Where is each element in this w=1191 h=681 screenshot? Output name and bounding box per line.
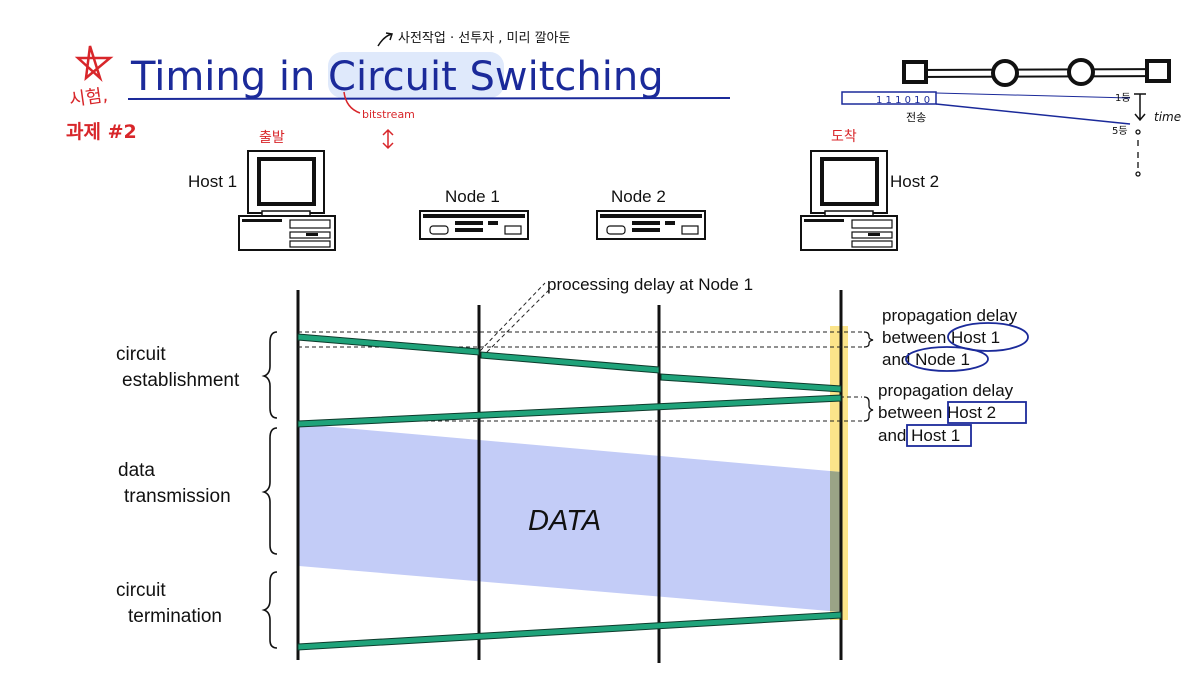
node2-switch-icon [596, 210, 706, 240]
sketch-host-left [902, 60, 928, 84]
node1-circle-mark [905, 346, 989, 372]
data-transmission-region [299, 424, 841, 612]
star-icon [74, 45, 114, 83]
arrow-icon [377, 32, 393, 47]
host2-box-mark [947, 401, 1027, 424]
node1-switch-icon [419, 210, 529, 240]
establishment-brace [261, 331, 278, 419]
bitstream-note: bitstream [362, 108, 415, 121]
title-highlight [328, 52, 504, 98]
sketch-bitstream [841, 91, 937, 105]
sketch-last-bit: 5등 [1112, 125, 1128, 137]
data-label-1: data [118, 460, 155, 481]
setup-request-host1-node1 [297, 333, 480, 356]
sketch-host-right [1145, 59, 1171, 83]
termination-signal [297, 611, 842, 651]
termination-label-1: circuit [116, 580, 166, 601]
data-brace [261, 427, 278, 555]
node2-label: Node 2 [611, 187, 666, 206]
sketch-bits: 1 1 1 0 1 0 [876, 95, 930, 106]
host1-label: Host 1 [188, 172, 237, 191]
sketch-time: time [1154, 110, 1181, 124]
korean-note-top: 사전작업 · 선투자 , 미리 깔아둔 [398, 31, 570, 46]
time-arrow-icon [1134, 93, 1146, 122]
establishment-label-1: circuit [116, 344, 166, 365]
double-arrow-icon [382, 128, 394, 150]
prop-delay-2-line3: and Host 1 [878, 426, 960, 445]
page-title: Timing in Circuit Switching [130, 54, 664, 100]
data-label-2: transmission [124, 486, 231, 507]
node1-label: Node 1 [445, 187, 500, 206]
host2-computer-icon [800, 150, 898, 251]
processing-delay-callout: processing delay at Node 1 [547, 275, 753, 294]
data-overlap-region [830, 471, 841, 612]
network-sketch [841, 58, 1171, 125]
bitstream-pointer-icon [343, 91, 361, 114]
delay-braces [863, 331, 874, 422]
arrive-note: 도착 [831, 129, 857, 145]
sketch-node-2 [1067, 58, 1095, 86]
establishment-label-2: establishment [122, 370, 240, 391]
assignment-mark: 과제 #2 [66, 121, 137, 143]
sketch-bit-dots [1135, 129, 1141, 177]
signal-bars [297, 333, 842, 651]
prop-delay-1-line2: between Host 1 [882, 328, 1000, 347]
setup-ack-host2-host1 [297, 394, 842, 428]
sketch-node-1 [991, 59, 1019, 87]
host1-box-mark [906, 424, 972, 447]
host2-label: Host 2 [890, 172, 939, 191]
title-underline [127, 97, 731, 100]
prop-delay-1-line3: and Node 1 [882, 350, 970, 369]
prop-delay-2-line2: between Host 2 [878, 403, 996, 422]
sketch-first-bit: 1등 [1115, 92, 1131, 104]
phase-braces [261, 331, 278, 649]
prop-delay-2-line1: propagation delay [878, 381, 1014, 400]
sketch-transfer: 전송 [906, 111, 926, 124]
termination-brace [261, 571, 278, 649]
host1-circle-mark [947, 322, 1029, 352]
depart-note: 출발 [259, 130, 285, 146]
host1-computer-icon [238, 150, 336, 251]
setup-request-node1-node2 [480, 351, 660, 374]
data-region-label: DATA [528, 505, 601, 537]
termination-label-2: termination [128, 606, 222, 627]
exam-mark: 시험, [68, 85, 109, 111]
prop-delay-1-line1: propagation delay [882, 306, 1018, 325]
setup-request-node2-host2 [660, 373, 842, 393]
